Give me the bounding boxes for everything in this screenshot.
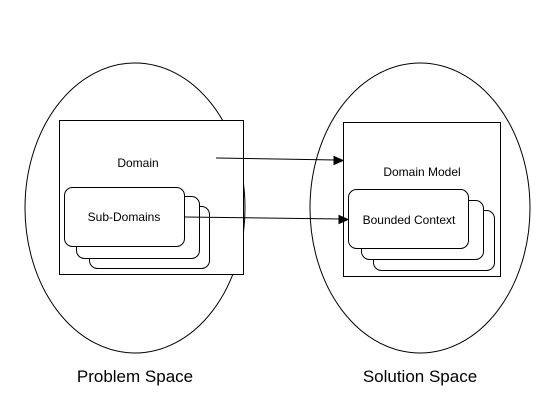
domain-label: Domain: [117, 156, 158, 170]
connector-domain-to-model-line: [215, 157, 337, 161]
problem-space-label: Problem Space: [77, 367, 193, 386]
solution-space-group: Domain Model Bounded Context Solution Sp…: [309, 62, 531, 386]
subdomains-label: Sub-Domains: [88, 210, 161, 224]
subdomain-card-front[interactable]: [64, 187, 185, 247]
connector-subdomains-to-context-line: [184, 216, 342, 220]
connector-domain-to-model[interactable]: [215, 155, 345, 166]
context-card-front[interactable]: [348, 189, 469, 249]
connector-domain-to-model-arrowhead: [333, 155, 345, 166]
problem-space-group: Domain Sub-Domains Problem Space: [24, 62, 246, 386]
connector-subdomains-to-context[interactable]: [184, 214, 350, 225]
connector-subdomains-to-context-arrowhead: [338, 214, 350, 225]
domain-model-label: Domain Model: [383, 165, 460, 179]
solution-space-label: Solution Space: [363, 367, 477, 386]
bounded-context-label: Bounded Context: [363, 213, 456, 227]
